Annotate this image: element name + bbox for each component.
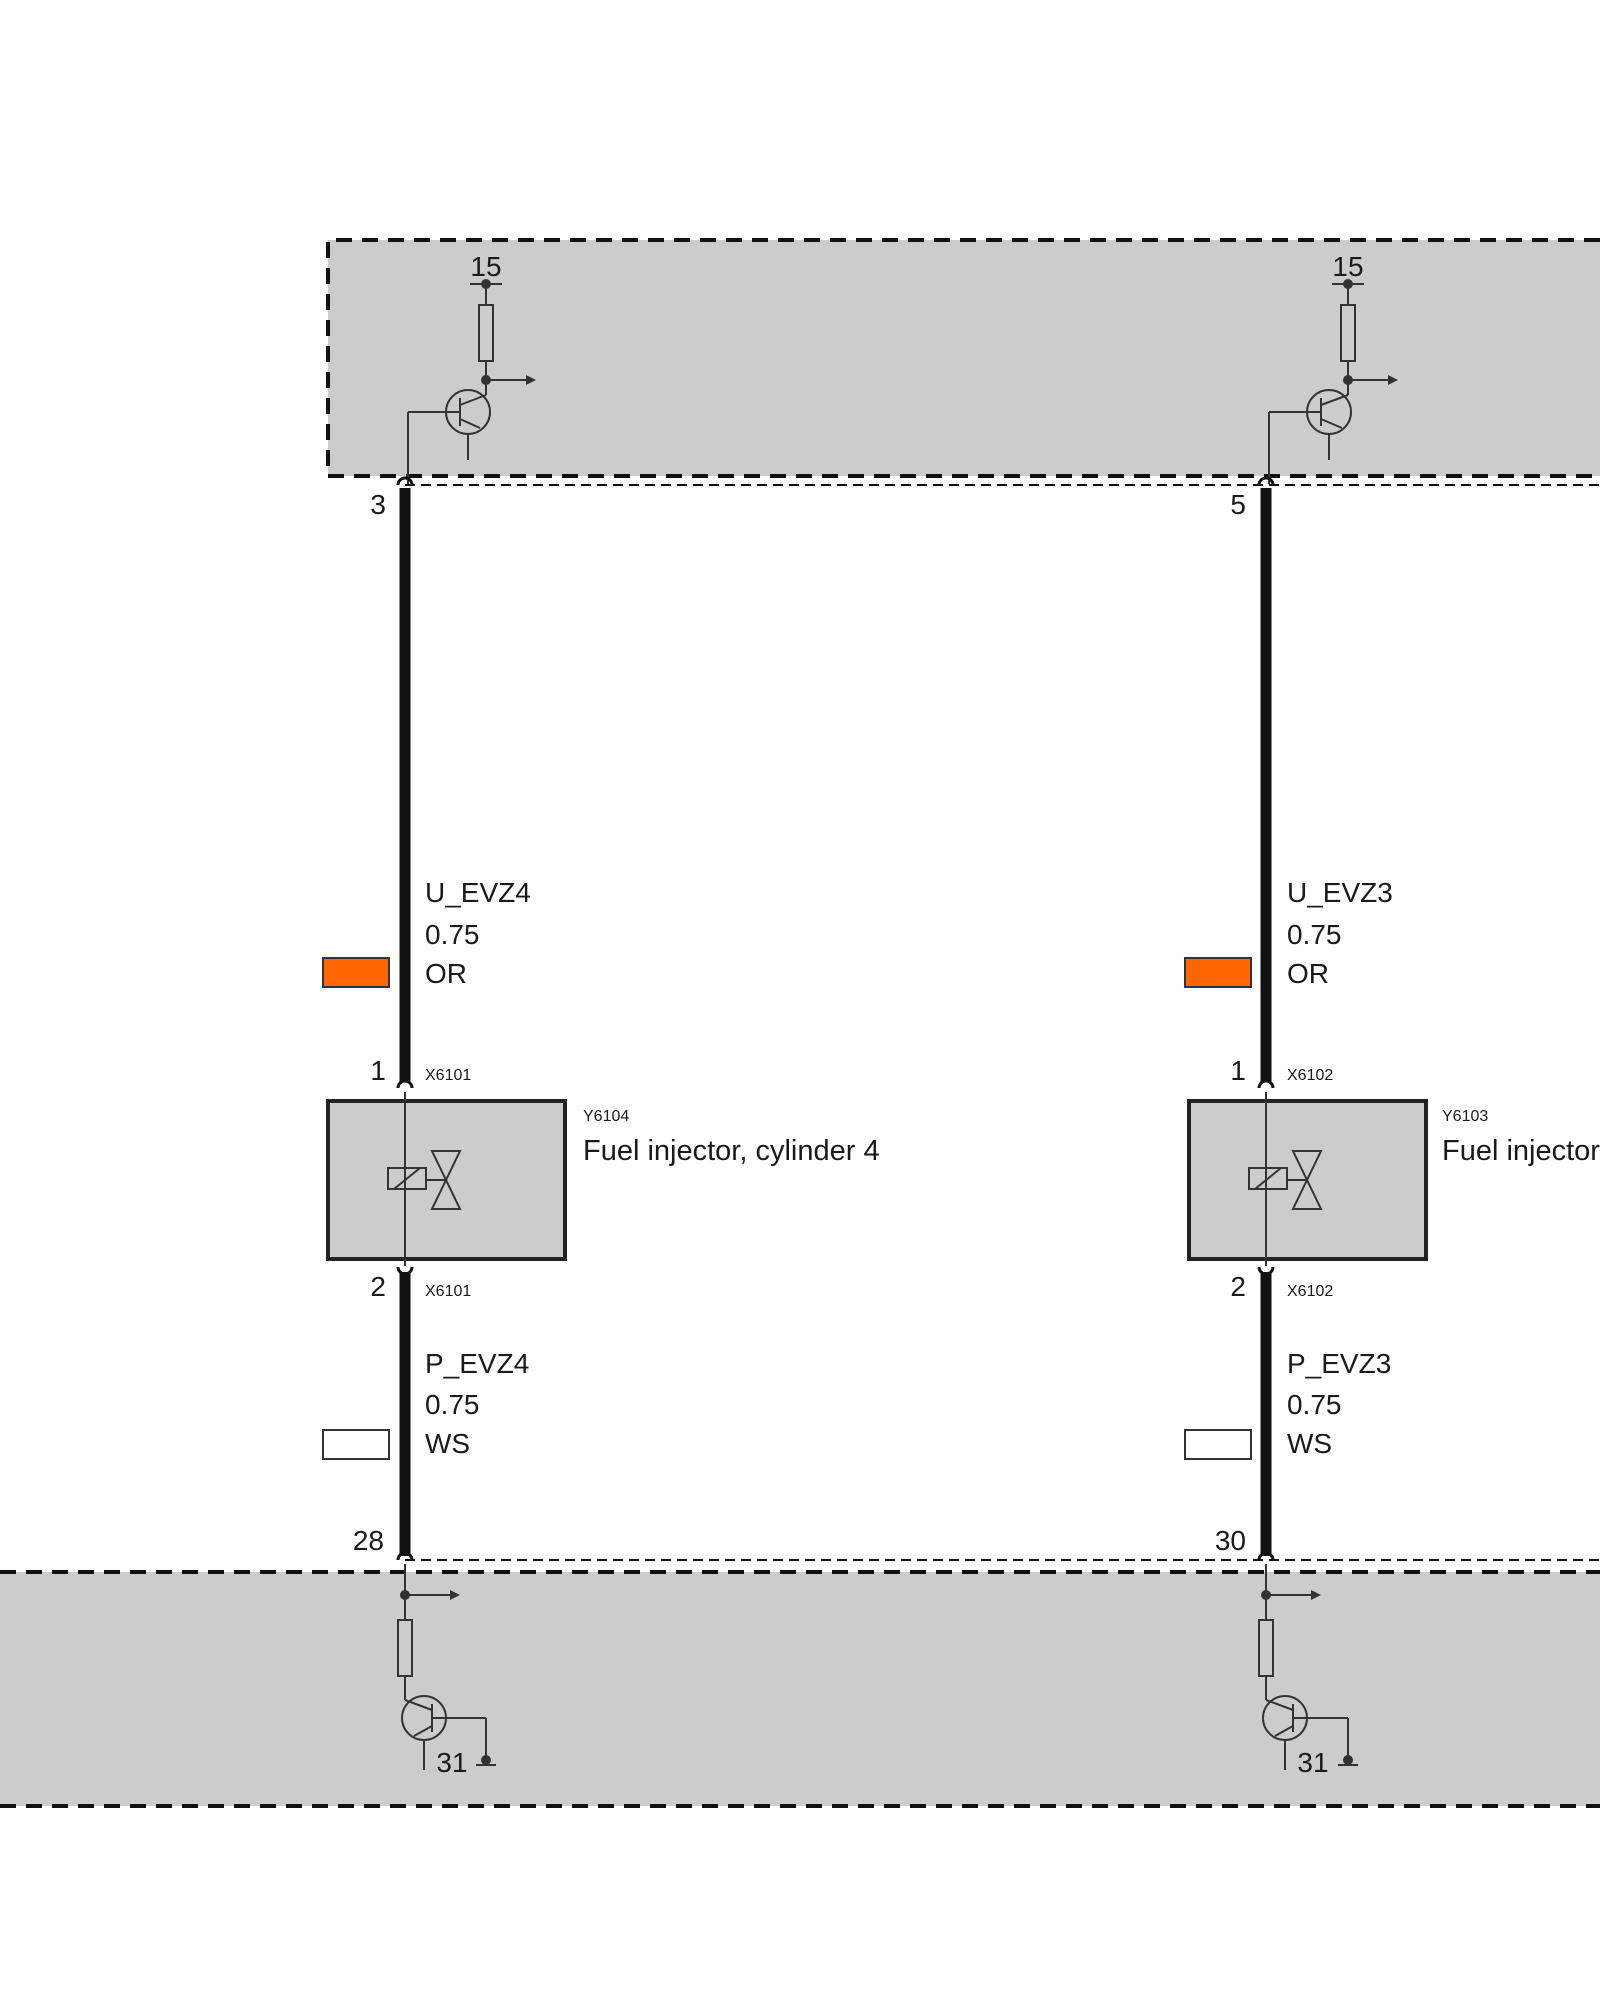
top-driver-circuit (1268, 279, 1398, 484)
top-control-unit-panel (326, 238, 1600, 486)
ground-terminal-label: 31 (1297, 1747, 1328, 1778)
bottom-driver-circuit (1258, 1564, 1358, 1770)
top-driver-circuit (407, 279, 536, 484)
wire-color-swatch (322, 1429, 390, 1460)
solenoid-valve-icon (387, 1092, 462, 1266)
connector-id-label: X6101 (425, 1283, 471, 1300)
bottom-control-unit-panel (0, 1559, 1600, 1808)
wire-name-label: U_EVZ4 (425, 877, 531, 908)
wire-color-label: WS (425, 1428, 470, 1459)
connector-pin-label: 2 (1230, 1271, 1246, 1302)
connector-pin-label: 1 (370, 1055, 386, 1086)
solenoid-valve-icon (1248, 1092, 1323, 1266)
supply-terminal-label: 15 (470, 251, 501, 282)
transistor-icon (1268, 389, 1352, 484)
wire-color-label: WS (1287, 1428, 1332, 1459)
component-id-label: Y6103 (1442, 1108, 1488, 1125)
wire-color-swatch (322, 957, 390, 988)
wire-name-label: U_EVZ3 (1287, 877, 1393, 908)
component-name-label: Fuel injector (1442, 1135, 1600, 1167)
wire-color-label: OR (1287, 958, 1329, 989)
connector-pin-label: 2 (370, 1271, 386, 1302)
connector-id-label: X6101 (425, 1067, 471, 1084)
circuit-cylinder-4: 15 3 U_EVZ4 0.75 OR 1 X6101 Y6104 Fuel i… (322, 251, 880, 1778)
component-name-label: Fuel injector, cylinder 4 (583, 1135, 880, 1167)
wire-color-label: OR (425, 958, 467, 989)
wire-name-label: P_EVZ3 (1287, 1348, 1391, 1379)
transistor-icon (1262, 1695, 1349, 1770)
bottom-driver-circuit (397, 1564, 496, 1770)
circuit-cylinder-3: 15 5 U_EVZ3 0.75 OR 1 X6102 Y6103 Fuel i… (1184, 251, 1600, 1778)
wire-size-label: 0.75 (1287, 1389, 1342, 1420)
connector-id-label: X6102 (1287, 1067, 1333, 1084)
transistor-icon (407, 389, 491, 484)
top-pin-label: 3 (370, 489, 386, 520)
wire-size-label: 0.75 (425, 919, 480, 950)
supply-terminal-label: 15 (1332, 251, 1363, 282)
top-pin-label: 5 (1230, 489, 1246, 520)
wire-name-label: P_EVZ4 (425, 1348, 529, 1379)
connector-id-label: X6102 (1287, 1283, 1333, 1300)
transistor-icon (401, 1695, 487, 1770)
bottom-pin-label: 30 (1215, 1525, 1246, 1556)
connector-pin-label: 1 (1230, 1055, 1246, 1086)
component-id-label: Y6104 (583, 1108, 629, 1125)
wire-color-swatch (1184, 957, 1252, 988)
wire-color-swatch (1184, 1429, 1252, 1460)
ground-terminal-label: 31 (436, 1747, 467, 1778)
bottom-pin-label: 28 (353, 1525, 384, 1556)
wire-size-label: 0.75 (1287, 919, 1342, 950)
wire-size-label: 0.75 (425, 1389, 480, 1420)
